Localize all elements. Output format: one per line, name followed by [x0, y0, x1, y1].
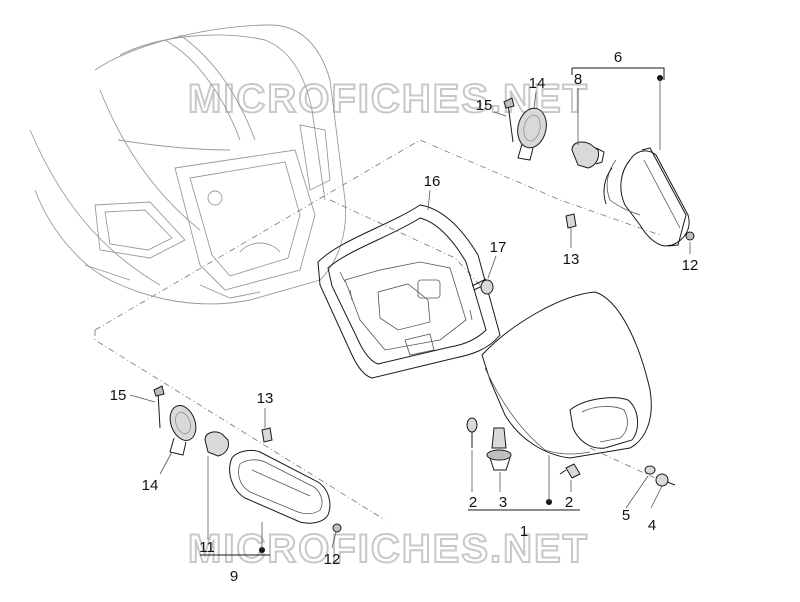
right-clip-screw-parts-12-13 [565, 213, 695, 241]
callout-13-top: 13 [563, 251, 580, 268]
callout-15-top: 15 [476, 97, 493, 114]
callout-12-top: 12 [682, 257, 699, 274]
left-indicator-part-9 [229, 449, 331, 524]
callout-17: 17 [490, 239, 507, 256]
watermark-bottom: MICROFICHES.NET [188, 527, 589, 571]
callout-1: 1 [520, 523, 528, 540]
callout-3: 3 [499, 494, 507, 511]
callout-6: 6 [614, 49, 622, 66]
callout-14-top: 14 [529, 75, 546, 92]
watermark-top: MICROFICHES.NET [188, 77, 589, 121]
callout-2-left: 2 [469, 494, 477, 511]
bulb-and-holder-parts-2-3 [466, 417, 581, 479]
assembly-dash-lines [94, 139, 661, 521]
tail-light-frame-part-16 [317, 204, 501, 379]
rear-body-shell [29, 24, 347, 305]
screw-part-17 [471, 278, 494, 295]
callout-5: 5 [622, 507, 630, 524]
callout-9: 9 [230, 568, 238, 585]
callout-11: 11 [199, 539, 215, 556]
callout-12-left: 12 [324, 551, 341, 568]
callout-13-left: 13 [257, 390, 274, 407]
callout-labels: 6 8 14 15 16 17 13 12 15 13 14 2 3 2 1 5… [110, 49, 699, 585]
right-indicator-part-6 [603, 147, 690, 247]
screw-washer-parts-4-5 [644, 465, 676, 487]
callout-4: 4 [648, 517, 656, 534]
left-bulb-socket-parts-11-14-15 [153, 385, 342, 533]
callout-16: 16 [424, 173, 441, 190]
leader-lines [129, 67, 691, 556]
callout-15-left: 15 [110, 387, 127, 404]
right-bulb-socket-parts-8-14-15 [503, 97, 605, 169]
callout-2-right: 2 [565, 494, 573, 511]
callout-8: 8 [574, 71, 582, 88]
rear-light-cover-part-1 [481, 291, 652, 459]
callout-14-left: 14 [142, 477, 159, 494]
